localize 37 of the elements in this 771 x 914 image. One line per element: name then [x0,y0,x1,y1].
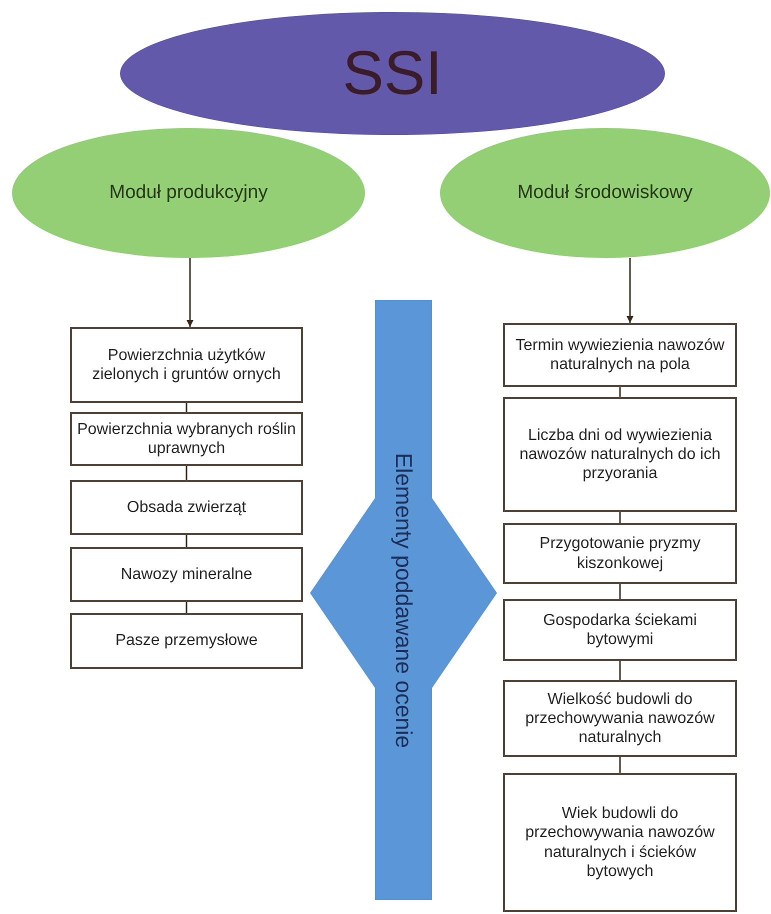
title-text: SSI [342,38,442,109]
connector-line [186,403,188,412]
arrow [186,258,194,327]
process-box [70,613,303,669]
process-box [503,680,737,757]
box-text: Termin wywiezienia nawozów naturalnych na pola [514,336,726,374]
connector-line [619,584,621,599]
process-box [70,480,303,535]
process-box [503,773,737,912]
process-box [503,397,737,512]
module-label: Moduł środowiskowy [517,182,693,204]
box-text: Wiek budowli do przechowywania nawozów naturalnych i ścieków bytowych [524,804,716,881]
process-box [503,523,737,584]
process-box [70,327,303,403]
box-text: Powierzchnia wybranych roślin uprawnych [76,420,297,458]
box-text: Liczba dni od wywiezienia nawozów naturalnych do ich przyorania [518,426,722,484]
connector-line [619,661,621,680]
process-box [70,412,303,466]
box-text: Pasze przemysłowe [115,631,258,651]
connector-line [186,535,188,547]
box-text: Przygotowanie pryzmy kiszonkowej [538,534,702,573]
box-text: Nawozy mineralne [120,564,252,584]
box-text: Gospodarka ściekami bytowymi [542,610,698,650]
box-text: Powierzchnia użytków zielonych i gruntów ornych [91,346,282,384]
connector-line [619,387,621,397]
connector-line [619,757,621,773]
arrow [626,258,634,323]
connector-line [619,512,621,523]
box-text: Obsada zwierząt [126,498,246,518]
connector-line [186,602,188,613]
process-box [503,599,737,661]
vertical-label: Elementy poddawane ocenie [390,452,417,748]
module-label: Moduł produkcyjny [109,182,268,204]
process-box [503,323,737,387]
box-text: Wielkość budowli do przechowywania nawozów naturalnych [524,690,716,748]
process-box [70,547,303,602]
connector-line [186,466,188,480]
